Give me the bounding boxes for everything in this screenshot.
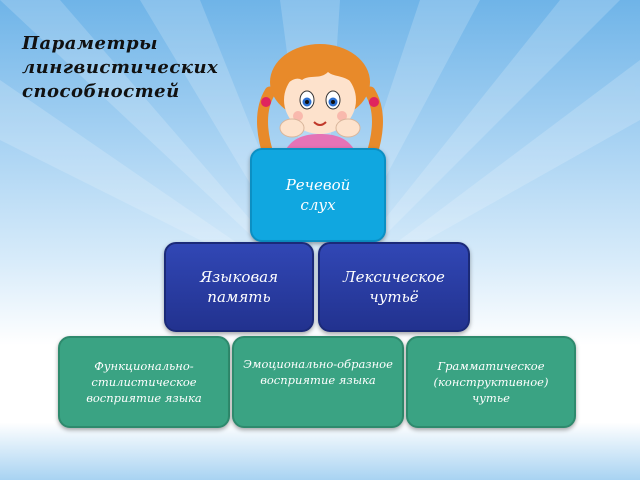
title-line-2: лингвистических [22, 57, 219, 78]
speech-hearing-line-2: слух [300, 196, 336, 214]
language-memory-line-1: Языковая [199, 268, 279, 286]
emotional-figurative-line-2: восприятие языка [260, 373, 376, 387]
lexical-sense-line-2: чутьё [369, 288, 419, 306]
lexical-sense-box: Лексическое чутьё [318, 242, 470, 332]
functional-stylistic-line-1: Функционально- [94, 359, 194, 373]
functional-stylistic-line-2: стилистическое [91, 375, 197, 389]
speech-hearing-line-1: Речевой [285, 176, 351, 194]
functional-stylistic-box: Функционально- стилистическое восприятие… [58, 336, 230, 428]
grammatical-sense-line-1: Грамматическое [437, 359, 545, 373]
grammatical-sense-line-2: (конструктивное) чутье [433, 375, 549, 405]
grammatical-sense-box: Грамматическое (конструктивное) чутье [406, 336, 576, 428]
title-line-1: Параметры [22, 33, 158, 54]
emotional-figurative-line-1: Эмоционально-образное [243, 357, 393, 371]
lexical-sense-line-1: Лексическое [343, 268, 445, 286]
functional-stylistic-line-3: восприятие языка [86, 391, 202, 405]
language-memory-box: Языковая память [164, 242, 314, 332]
language-memory-line-2: память [207, 288, 271, 306]
emotional-figurative-box: Эмоционально-образное восприятие языка [232, 336, 404, 428]
speech-hearing-box: Речевой слух [250, 148, 386, 242]
title-line-3: способностей [22, 81, 180, 102]
page-title: Параметры лингвистических способностей [22, 32, 242, 104]
